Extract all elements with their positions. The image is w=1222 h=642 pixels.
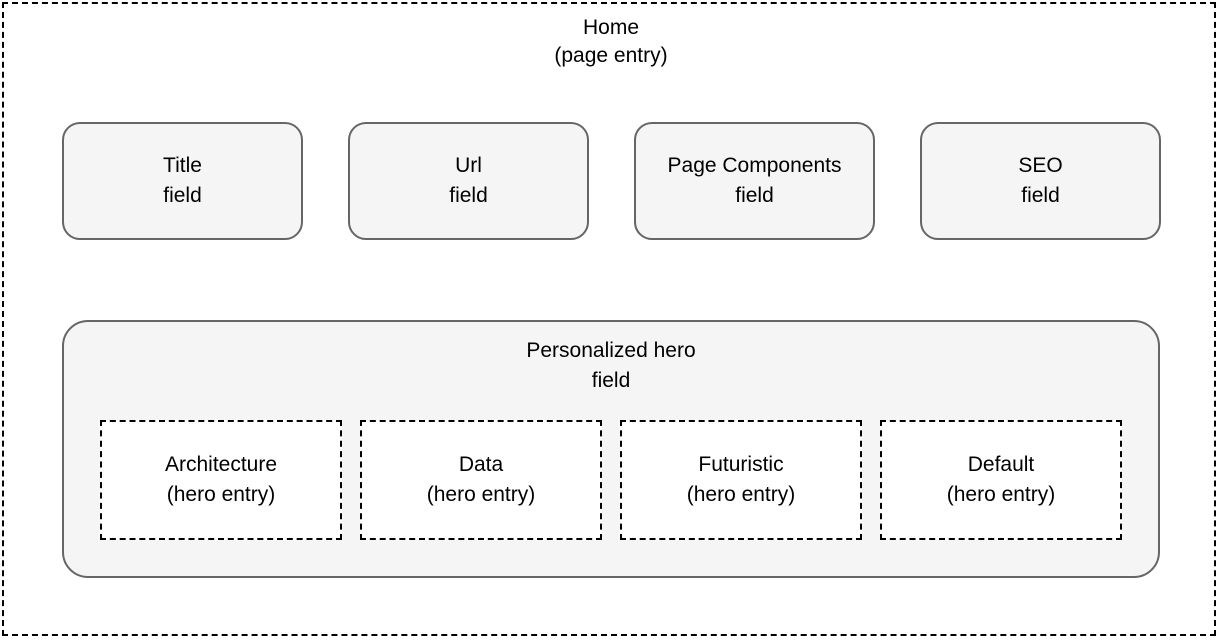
url-field-label-line2: field	[449, 184, 488, 207]
data-hero-entry-line1: Data	[458, 453, 504, 476]
page-components-field-shape: Page Components field	[634, 122, 875, 240]
page-components-field-label-line1: Page Components	[667, 154, 842, 177]
personalized-hero-field-label: Personalized hero field	[64, 336, 1158, 396]
page-components-field-label-line2: field	[735, 184, 774, 207]
personalized-hero-field-label-line1: Personalized hero	[526, 339, 696, 362]
url-field-shape: Url field	[348, 122, 589, 240]
architecture-hero-entry-shape: Architecture (hero entry)	[100, 420, 342, 540]
url-field-label-line1: Url	[455, 154, 482, 177]
personalized-hero-field-shape: Personalized hero field Architecture (he…	[62, 320, 1160, 578]
title-field-label-line1: Title	[163, 154, 202, 177]
seo-field-shape: SEO field	[920, 122, 1161, 240]
personalized-hero-field-label-line2: field	[591, 369, 631, 392]
futuristic-hero-entry-shape: Futuristic (hero entry)	[620, 420, 862, 540]
page-title-line1: Home	[582, 16, 640, 39]
title-field-shape: Title field	[62, 122, 303, 240]
data-hero-entry-line2: (hero entry)	[426, 483, 536, 506]
seo-field-label-line1: SEO	[1018, 154, 1063, 177]
architecture-hero-entry-line2: (hero entry)	[166, 483, 276, 506]
futuristic-hero-entry-line1: Futuristic	[698, 453, 784, 476]
default-hero-entry-shape: Default (hero entry)	[880, 420, 1122, 540]
page-title-line2: (page entry)	[554, 44, 668, 67]
default-hero-entry-line2: (hero entry)	[946, 483, 1056, 506]
title-field-label-line2: field	[163, 184, 202, 207]
futuristic-hero-entry-line2: (hero entry)	[686, 483, 796, 506]
architecture-hero-entry-line1: Architecture	[164, 453, 278, 476]
default-hero-entry-line1: Default	[967, 453, 1035, 476]
data-hero-entry-shape: Data (hero entry)	[360, 420, 602, 540]
page-title: Home (page entry)	[0, 14, 1222, 70]
seo-field-label-line2: field	[1021, 184, 1060, 207]
